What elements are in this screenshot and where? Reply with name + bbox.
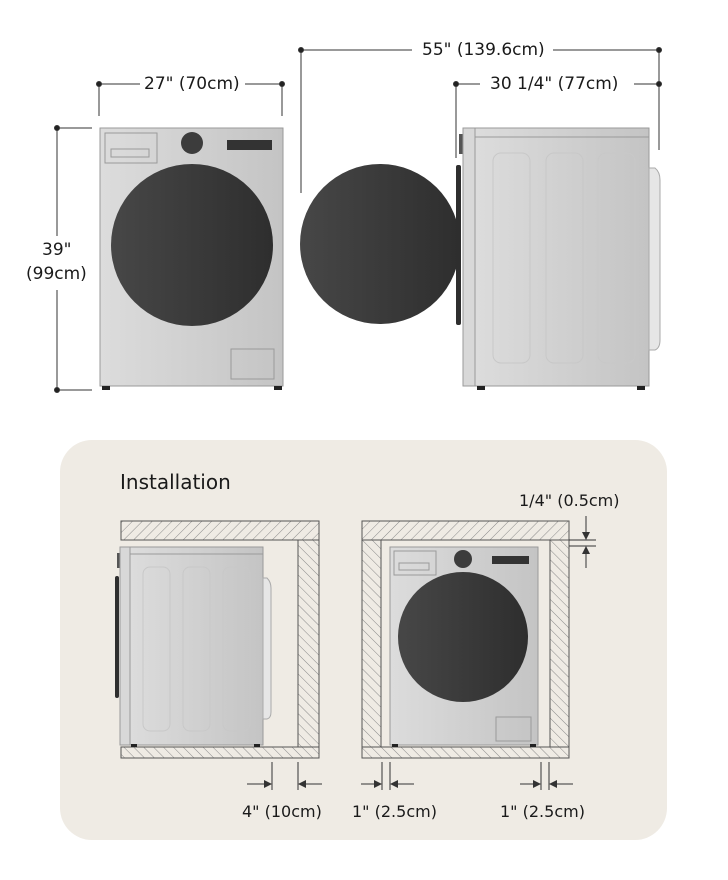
width-label: 27" (70cm) [140,74,244,94]
height-inches-label: 39" [38,240,76,260]
cabinet-side [120,520,320,759]
height-cm-label: (99cm) [22,264,91,284]
width-dimension [96,81,285,116]
washer-front-installed [389,546,539,747]
open-door [300,164,460,324]
top-clearance-label: 1/4" (0.5cm) [519,491,620,510]
top-clearance-arrows [569,516,596,568]
washer-side-view [456,127,661,390]
cabinet-front [361,520,570,759]
rear-clearance-arrows [247,762,322,790]
side-clearance-arrows [361,762,573,790]
right-clearance-label: 1" (2.5cm) [500,802,585,821]
rear-clearance-label: 4" (10cm) [242,802,322,821]
washer-side-installed [115,546,272,747]
height-dimension [54,125,92,393]
installation-title: Installation [120,470,231,494]
depth-open-label: 55" (139.6cm) [418,40,549,60]
washer-front-view [99,127,284,390]
left-clearance-label: 1" (2.5cm) [352,802,437,821]
depth-label: 30 1/4" (77cm) [486,74,623,94]
depth-open-dimension [298,47,662,193]
depth-dimension [453,81,662,158]
